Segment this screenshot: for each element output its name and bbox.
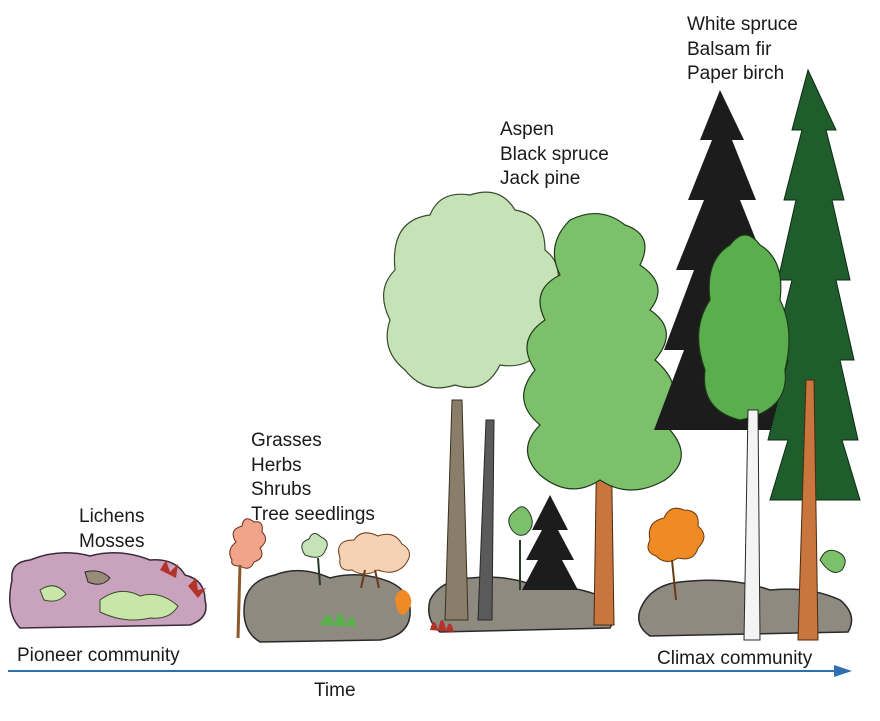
species-name: White spruce: [687, 14, 798, 35]
climax-community-label: Climax community: [657, 648, 813, 669]
species-name: Jack pine: [500, 168, 581, 189]
species-name: Black spruce: [500, 143, 609, 165]
pioneer-community-label: Pioneer community: [17, 645, 180, 666]
species-name: Lichens: [79, 506, 145, 527]
species-name: Shrubs: [251, 479, 312, 500]
time-axis: [8, 665, 852, 677]
species-name: Aspen: [500, 119, 554, 140]
species-name: Mosses: [79, 530, 145, 552]
intermediate-stage-trees: [383, 191, 682, 633]
species-name: Balsam fir: [687, 38, 772, 60]
species-name: Grasses: [251, 430, 322, 451]
time-axis-arrowhead: [834, 665, 852, 677]
climax-stage-trees: [638, 68, 861, 641]
early-stage-plants: [229, 518, 412, 643]
species-name: Paper birch: [687, 63, 785, 84]
pioneer-rocks: [9, 552, 207, 629]
time-label: Time: [314, 680, 356, 701]
species-name: Tree seedlings: [251, 503, 375, 525]
species-name: Herbs: [251, 454, 302, 476]
